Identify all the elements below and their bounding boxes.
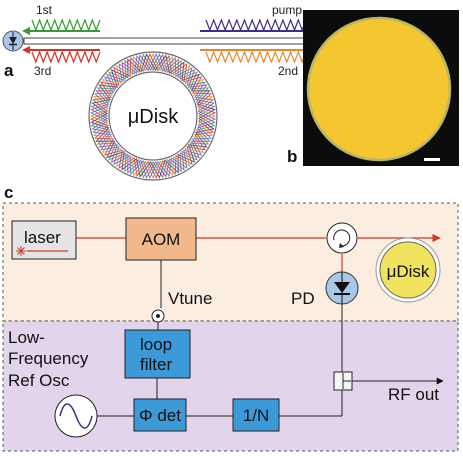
ring-inner: [108, 71, 198, 161]
label-second: 2nd: [278, 64, 298, 78]
wave-path: [31, 18, 101, 32]
laser-label: laser: [24, 228, 61, 247]
panel-b-letter: b: [287, 147, 297, 166]
splitter-icon: [333, 371, 353, 391]
bus-waveguide: [23, 37, 312, 45]
vtune-label: Vtune: [168, 289, 212, 308]
pump-wave: [205, 18, 307, 32]
divider-label: 1/N: [243, 406, 269, 425]
panel-c: c laser AOM: [2, 183, 459, 452]
first-order-wave: [31, 18, 101, 32]
rf-out-label: RF out: [388, 385, 439, 404]
divider-block: 1/N: [232, 398, 280, 432]
wave-path: [31, 50, 101, 64]
vtune-connector-icon: [151, 309, 165, 323]
panel-a-letter: a: [4, 61, 14, 80]
ref-osc-line3: Ref Osc: [8, 371, 70, 390]
first-arrow-head: [22, 27, 30, 35]
photodiode-block: [325, 271, 359, 305]
ring-disk-label: μDisk: [128, 106, 179, 128]
wave-path: [205, 18, 307, 32]
phase-detector-block: Φ det: [133, 398, 187, 432]
scale-bar: [424, 158, 440, 161]
ring-wave-path: [90, 53, 216, 179]
wave-path: [205, 50, 307, 64]
aom-label: AOM: [142, 230, 181, 249]
loop-filter-label: loop filter: [140, 335, 177, 374]
ref-osc-line1: Low-: [8, 328, 45, 347]
ring-wave-path: [89, 52, 217, 180]
photodetector-icon: [2, 30, 24, 52]
loop-filter-block: loop filter: [124, 329, 191, 379]
third-arrow-head: [22, 46, 30, 54]
microdisk-block: μDisk: [375, 237, 441, 303]
ref-osc-label: Low- Frequency Ref Osc: [8, 328, 93, 390]
panel-c-letter: c: [4, 183, 13, 202]
microdisk-label: μDisk: [387, 262, 430, 281]
ring-wave-path: [89, 52, 217, 180]
ring-wave-path: [90, 53, 216, 179]
loop-filter-line1: loop: [140, 335, 172, 354]
third-order-wave: [31, 50, 101, 64]
panel-a: a 1st pump 3rd 2nd μDisk: [2, 3, 314, 181]
ring-outer: [88, 51, 218, 181]
pd-label: PD: [291, 289, 315, 308]
phase-detector-label: Φ det: [139, 406, 181, 425]
ring-waves: [89, 52, 217, 180]
ref-osc-line2: Frequency: [8, 349, 89, 368]
laser-starburst-icon: [16, 246, 26, 256]
aom-block: AOM: [125, 217, 197, 261]
sine-oscillator-icon: [54, 394, 98, 438]
label-third: 3rd: [34, 64, 51, 78]
panel-b: b: [287, 10, 459, 166]
ring-wave-path: [89, 52, 217, 180]
ring-wave-path: [90, 53, 216, 179]
loop-filter-line2: filter: [140, 355, 172, 374]
second-order-wave: [205, 50, 307, 64]
circulator-icon: [326, 222, 358, 254]
label-first: 1st: [36, 3, 53, 17]
label-pump: pump: [272, 3, 302, 17]
laser-block: laser: [11, 220, 77, 260]
micrograph-disk: [306, 16, 452, 162]
